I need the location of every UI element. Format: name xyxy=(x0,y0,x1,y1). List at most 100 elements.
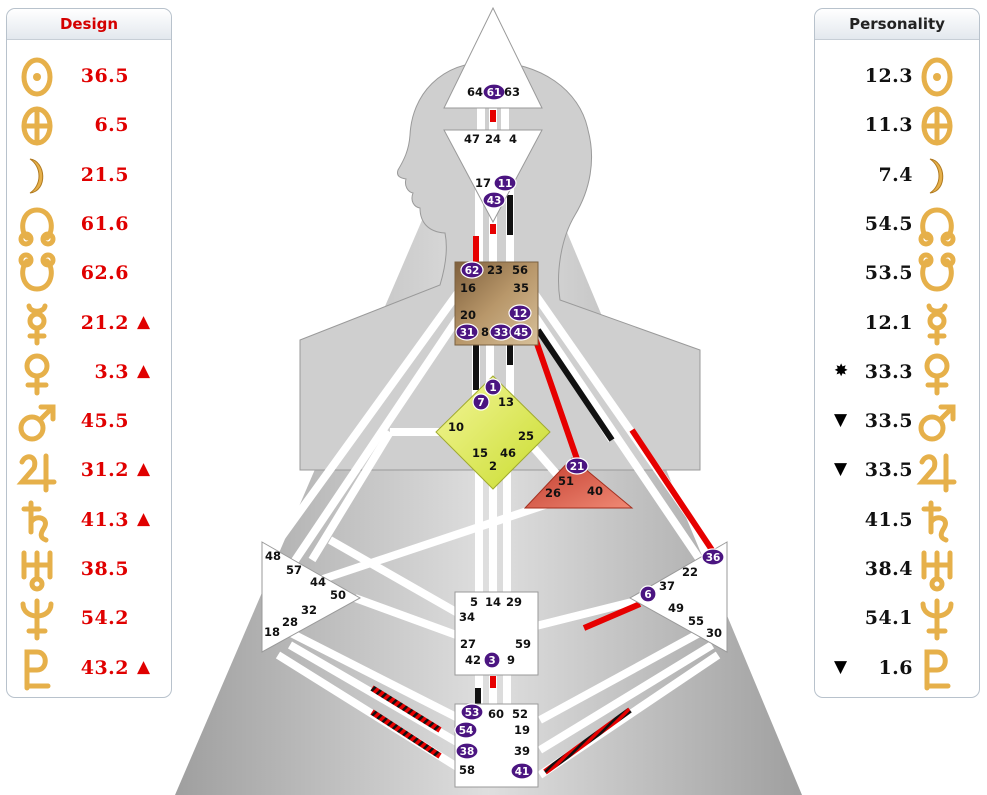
gate-23[interactable]: 23 xyxy=(487,263,503,277)
gate-47[interactable]: 47 xyxy=(464,132,480,146)
personality-value: 12.1 xyxy=(864,311,913,334)
g-center xyxy=(435,375,551,490)
gate-number: 36 xyxy=(706,552,721,564)
gate-3[interactable]: 3 xyxy=(483,651,501,669)
gate-17[interactable]: 17 xyxy=(475,176,491,190)
gate-32[interactable]: 32 xyxy=(301,603,317,617)
gate-number: 12 xyxy=(513,308,528,320)
gate-13[interactable]: 13 xyxy=(498,395,514,409)
gate-5[interactable]: 5 xyxy=(470,595,478,609)
gate-31[interactable]: 31 xyxy=(455,323,479,341)
gate-39[interactable]: 39 xyxy=(514,744,530,758)
gate-number: 10 xyxy=(448,420,464,434)
gate-number: 13 xyxy=(498,395,514,409)
gate-48[interactable]: 48 xyxy=(265,549,281,563)
moon-icon xyxy=(14,153,60,199)
gate-57[interactable]: 57 xyxy=(286,563,302,577)
gate-20[interactable]: 20 xyxy=(460,308,476,322)
gate-active-marker xyxy=(565,457,589,475)
personality-value: 33.5 xyxy=(864,410,913,433)
gate-24[interactable]: 24 xyxy=(485,132,501,146)
gate-number: 15 xyxy=(472,446,488,460)
design-value: 61.6 xyxy=(80,212,129,235)
gate-45[interactable]: 45 xyxy=(509,323,533,341)
gate-44[interactable]: 44 xyxy=(310,575,326,589)
gate-1[interactable]: 1 xyxy=(484,378,502,396)
personality-row: 53.5 xyxy=(815,252,979,296)
gate-11[interactable]: 11 xyxy=(493,174,517,192)
gate-55[interactable]: 55 xyxy=(688,614,704,628)
gate-63[interactable]: 63 xyxy=(504,85,520,99)
gate-15[interactable]: 15 xyxy=(472,446,488,460)
gate-12[interactable]: 12 xyxy=(508,304,532,322)
gate-41[interactable]: 41 xyxy=(510,762,534,780)
gate-52[interactable]: 52 xyxy=(512,707,528,721)
gate-19[interactable]: 19 xyxy=(514,723,530,737)
gate-18[interactable]: 18 xyxy=(264,625,280,639)
gate-40[interactable]: 40 xyxy=(587,484,603,498)
gate-38[interactable]: 38 xyxy=(455,742,479,760)
gate-number: 22 xyxy=(682,565,698,579)
north-node-icon xyxy=(914,202,960,248)
design-row: 61.6 xyxy=(7,203,171,247)
gate-7[interactable]: 7 xyxy=(472,393,490,411)
neptune-icon xyxy=(914,596,960,642)
gate-21[interactable]: 21 xyxy=(565,457,589,475)
gate-62[interactable]: 62 xyxy=(460,261,484,279)
gate-64[interactable]: 64 xyxy=(467,85,483,99)
personality-value: 11.3 xyxy=(864,114,913,137)
gate-34[interactable]: 34 xyxy=(459,610,475,624)
gate-53[interactable]: 53 xyxy=(460,703,484,721)
gate-54[interactable]: 54 xyxy=(454,721,478,739)
gate-60[interactable]: 60 xyxy=(488,707,504,721)
gate-61[interactable]: 61 xyxy=(482,83,506,101)
design-value: 38.5 xyxy=(80,558,129,580)
gate-59[interactable]: 59 xyxy=(515,637,531,651)
gate-2[interactable]: 2 xyxy=(489,459,497,473)
gate-58[interactable]: 58 xyxy=(459,763,475,777)
gate-37[interactable]: 37 xyxy=(659,579,675,593)
gate-10[interactable]: 10 xyxy=(448,420,464,434)
gate-51[interactable]: 51 xyxy=(558,474,574,488)
gate-33[interactable]: 33 xyxy=(489,323,513,341)
gate-43[interactable]: 43 xyxy=(482,191,506,209)
gate-9[interactable]: 9 xyxy=(507,653,515,667)
gate-26[interactable]: 26 xyxy=(545,486,561,500)
gate-36[interactable]: 36 xyxy=(701,548,725,566)
gate-number: 64 xyxy=(467,85,483,99)
design-marker: ▲ xyxy=(137,459,151,480)
gate-29[interactable]: 29 xyxy=(506,595,522,609)
gate-35[interactable]: 35 xyxy=(513,281,529,295)
personality-value: 41.5 xyxy=(864,508,913,531)
gate-number: 43 xyxy=(487,195,502,207)
gate-8[interactable]: 8 xyxy=(481,325,489,339)
design-marker: ▲ xyxy=(137,360,151,381)
gate-number: 29 xyxy=(506,595,522,609)
personality-row: 54.1 xyxy=(815,597,979,641)
personality-row: 33.5▼ xyxy=(815,449,979,493)
gate-14[interactable]: 14 xyxy=(485,595,501,609)
south-node-icon xyxy=(14,251,60,297)
gate-50[interactable]: 50 xyxy=(330,588,346,602)
gate-25[interactable]: 25 xyxy=(518,429,534,443)
gate-27[interactable]: 27 xyxy=(460,637,476,651)
gate-16[interactable]: 16 xyxy=(460,281,476,295)
gate-28[interactable]: 28 xyxy=(282,615,298,629)
gate-number: 4 xyxy=(509,132,517,146)
gate-30[interactable]: 30 xyxy=(706,626,722,640)
personality-value: 53.5 xyxy=(864,262,913,285)
gate-46[interactable]: 46 xyxy=(500,446,516,460)
gate-6[interactable]: 6 xyxy=(639,585,657,603)
gate-42[interactable]: 42 xyxy=(465,653,481,667)
gate-number: 17 xyxy=(475,176,491,190)
gate-56[interactable]: 56 xyxy=(512,263,528,277)
saturn-icon xyxy=(914,498,960,544)
design-value: 54.2 xyxy=(80,607,129,630)
gate-4[interactable]: 4 xyxy=(509,132,517,146)
gate-49[interactable]: 49 xyxy=(668,601,684,615)
gate-22[interactable]: 22 xyxy=(682,565,698,579)
personality-value: 54.5 xyxy=(864,212,913,235)
gate-number: 26 xyxy=(545,486,561,500)
